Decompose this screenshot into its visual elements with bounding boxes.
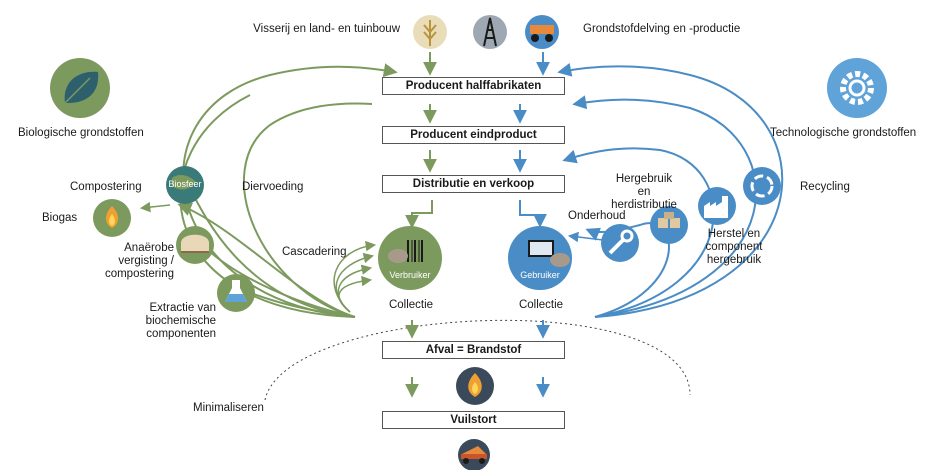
label-extraction: Extractie van biochemische componenten <box>145 302 216 340</box>
waste-flame-icon <box>456 367 494 405</box>
label-user: Gebruiker <box>520 270 560 280</box>
factory-icon <box>698 187 736 225</box>
box-distribution: Distributie en verkoop <box>382 175 565 193</box>
oil-derrick-icon <box>473 15 507 49</box>
label-refurbish: Herstel en component hergebruik <box>705 228 763 266</box>
label-biogas: Biogas <box>42 212 78 224</box>
label-composting: Compostering <box>70 181 142 193</box>
wrench-icon <box>601 224 639 262</box>
flame-icon <box>93 199 131 237</box>
mining-truck-icon <box>525 15 559 49</box>
label-collection-right: Collectie <box>518 299 564 311</box>
consumer-icon <box>378 226 442 290</box>
wheat-icon <box>413 15 447 49</box>
label-cascading: Cascadering <box>282 246 347 258</box>
dump-truck-icon <box>458 439 490 471</box>
label-reuse: Hergebruik en herdistributie <box>611 173 677 211</box>
label-recycling: Recycling <box>800 181 850 193</box>
box-final-producer: Producent eindproduct <box>382 126 565 144</box>
biosphere-globe <box>166 166 204 204</box>
barcode-icon <box>407 240 423 262</box>
box-semi-finished-producer: Producent halffabrikaten <box>382 77 565 95</box>
monitor-icon <box>528 240 554 257</box>
label-fisheries: Visserij en land- en tuinbouw <box>253 23 400 35</box>
label-anaerobic: Anaërobe vergisting / compostering <box>104 242 174 280</box>
leaf-icon <box>50 58 110 118</box>
label-maintenance: Onderhoud <box>568 210 626 222</box>
biological-loops <box>139 63 398 318</box>
recycle-icon <box>743 167 781 205</box>
label-biosphere: Biosfeer <box>168 179 202 189</box>
box-waste-fuel: Afval = Brandstof <box>382 341 565 359</box>
box-landfill: Vuilstort <box>382 411 565 429</box>
boxes-icon <box>650 206 688 244</box>
digester-icon <box>176 226 214 264</box>
gear-icon <box>827 58 887 118</box>
flask-icon <box>217 274 255 312</box>
label-biological: Biologische grondstoffen <box>18 127 144 139</box>
label-collection-left: Collectie <box>388 299 434 311</box>
label-consumer: Verbruiker <box>389 270 431 280</box>
technological-loops <box>557 62 784 318</box>
label-minimise: Minimaliseren <box>193 402 264 414</box>
label-animal-feed: Diervoeding <box>242 181 304 193</box>
user-icon <box>508 226 572 290</box>
label-mining: Grondstofdelving en -productie <box>583 23 741 35</box>
central-arrows <box>405 52 550 398</box>
label-technological: Technologische grondstoffen <box>770 127 917 139</box>
